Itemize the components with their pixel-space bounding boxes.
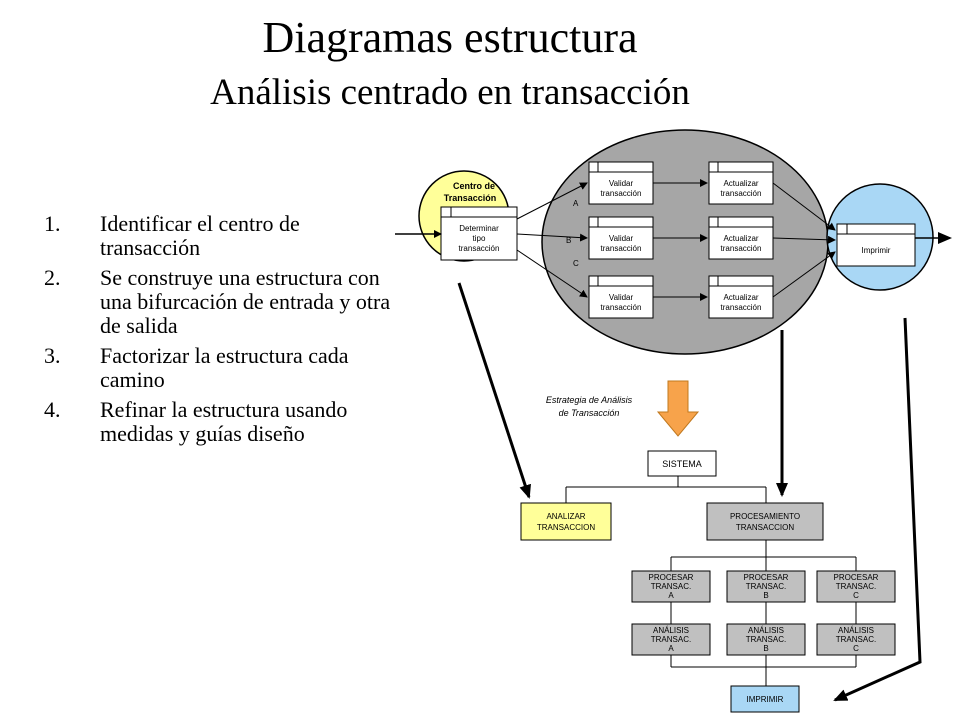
procesar-label: TRANSAC. xyxy=(836,582,876,591)
procesar-label: C xyxy=(853,591,859,600)
analisis-label: C xyxy=(853,644,859,653)
imprimir-box xyxy=(730,685,800,713)
transaction-center-ellipse xyxy=(541,129,829,355)
step-item: 1. Identificar el centro de transacción xyxy=(44,212,404,260)
step-item: 4. Refinar la estructura usando medidas … xyxy=(44,398,404,446)
dfd-flows xyxy=(395,179,952,301)
analisis-box: ANÁLISIS TRANSAC. B xyxy=(726,623,806,656)
procesar-label: B xyxy=(763,591,768,600)
analizar-label: TRANSACCION xyxy=(537,523,595,532)
validar-label: Validar xyxy=(609,179,634,188)
procesar-label: TRANSAC. xyxy=(651,582,691,591)
steps-list: 1. Identificar el centro de transacción … xyxy=(44,212,404,452)
analisis-label: A xyxy=(668,644,674,653)
step-text: Identificar el centro de transacción xyxy=(100,212,300,260)
procesamiento-label: PROCESAMIENTO xyxy=(730,512,800,521)
analisis-label: ANÁLISIS xyxy=(748,626,784,635)
determinar-label: Determinar xyxy=(459,224,499,233)
analisis-label: ANÁLISIS xyxy=(653,626,689,635)
actualizar-label: transacción xyxy=(721,189,762,198)
strategy-arrow xyxy=(656,380,700,437)
path-label-b: B xyxy=(566,236,571,245)
path-label-a: A xyxy=(573,199,579,208)
page-title: Diagramas estructura xyxy=(262,13,638,62)
sistema-label: SISTEMA xyxy=(662,459,702,469)
imprimir-dfd-label: Imprimir xyxy=(862,246,891,255)
procesamiento-label: TRANSACCION xyxy=(736,523,794,532)
validar-label: transacción xyxy=(601,189,642,198)
analisis-label: TRANSAC. xyxy=(746,635,786,644)
validar-box: Validar transacción xyxy=(588,275,654,319)
step-number: 3. xyxy=(44,343,61,368)
step-number: 4. xyxy=(44,397,61,422)
step-number: 2. xyxy=(44,265,61,290)
strategy-label: de Transacción xyxy=(559,408,620,418)
step-item: 2. Se construye una estructura con una b… xyxy=(44,266,404,338)
validar-box: Validar transacción xyxy=(588,216,654,260)
procesar-label: TRANSAC. xyxy=(746,582,786,591)
validar-label: transacción xyxy=(601,303,642,312)
actualizar-label: Actualizar xyxy=(723,234,758,243)
actualizar-box: Actualizar transacción xyxy=(708,161,774,205)
determinar-label: transacción xyxy=(459,244,500,253)
analizar-box xyxy=(520,502,612,541)
centro-label: Centro de xyxy=(453,181,495,191)
page-subtitle: Análisis centrado en transacción xyxy=(210,72,690,113)
procesar-label: PROCESAR xyxy=(834,573,879,582)
procesar-label: A xyxy=(668,591,674,600)
sistema-box xyxy=(647,450,717,477)
analisis-box: ANÁLISIS TRANSAC. C xyxy=(816,623,896,656)
centro-label: Transacción xyxy=(444,193,497,203)
procesamiento-box xyxy=(706,502,824,541)
path-label-c: C xyxy=(573,259,579,268)
structure-connectors xyxy=(565,476,857,686)
analisis-box: ANÁLISIS TRANSAC. A xyxy=(631,623,711,656)
actualizar-label: transacción xyxy=(721,303,762,312)
validar-box: Validar transacción xyxy=(588,161,654,205)
determinar-box xyxy=(440,206,518,261)
procesar-box: PROCESAR TRANSAC. B xyxy=(726,570,806,603)
validar-label: Validar xyxy=(609,293,634,302)
procesar-box: PROCESAR TRANSAC. C xyxy=(816,570,896,603)
step-item: 3. Factorizar la estructura cada camino xyxy=(44,344,404,392)
actualizar-label: transacción xyxy=(721,244,762,253)
procesar-label: PROCESAR xyxy=(649,573,694,582)
strategy-label: Estrategia de Análisis xyxy=(546,395,633,405)
actualizar-label: Actualizar xyxy=(723,293,758,302)
analisis-label: B xyxy=(763,644,768,653)
procesar-label: PROCESAR xyxy=(744,573,789,582)
validar-label: transacción xyxy=(601,244,642,253)
analizar-label: ANALIZAR xyxy=(546,512,585,521)
actualizar-box: Actualizar transacción xyxy=(708,275,774,319)
determinar-label: tipo xyxy=(473,234,486,243)
step-number: 1. xyxy=(44,212,61,236)
analisis-label: ANÁLISIS xyxy=(838,626,874,635)
actualizar-box: Actualizar transacción xyxy=(708,216,774,260)
analisis-label: TRANSAC. xyxy=(836,635,876,644)
analisis-label: TRANSAC. xyxy=(651,635,691,644)
step-text: Refinar la estructura usando medidas y g… xyxy=(100,397,348,446)
actualizar-label: Actualizar xyxy=(723,179,758,188)
procesar-box: PROCESAR TRANSAC. A xyxy=(631,570,711,603)
mapping-arrows xyxy=(457,282,922,702)
validar-label: Validar xyxy=(609,234,634,243)
imprimir-label: IMPRIMIR xyxy=(747,695,784,704)
imprimir-dfd-box xyxy=(836,223,916,267)
step-text: Se construye una estructura con una bifu… xyxy=(100,265,391,338)
step-text: Factorizar la estructura cada camino xyxy=(100,343,349,392)
